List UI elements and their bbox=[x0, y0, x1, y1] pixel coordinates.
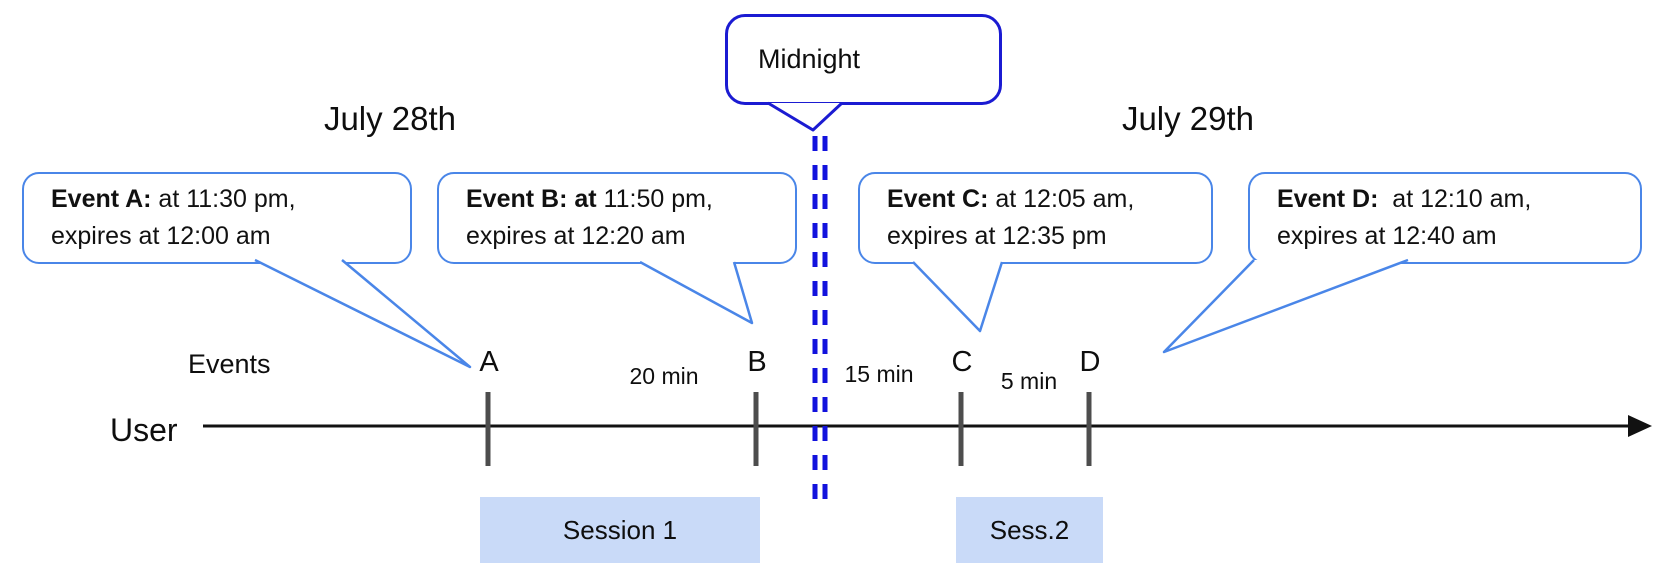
event-d-line2: expires at 12:40 am bbox=[1277, 222, 1497, 250]
session-2-box: Sess.2 bbox=[956, 497, 1103, 563]
session-2-label: Sess.2 bbox=[989, 514, 1070, 545]
timeline-arrowhead bbox=[1628, 415, 1652, 437]
event-a-callout-pointer bbox=[254, 258, 472, 369]
user-axis-caption: User bbox=[110, 412, 178, 448]
midnight-callout-pointer bbox=[767, 101, 844, 132]
session-1-label: Session 1 bbox=[562, 514, 678, 545]
event-d-callout: Event D: at 12:10 am, expires at 12:40 a… bbox=[1248, 172, 1642, 264]
gap-label-20min: 20 min bbox=[629, 363, 699, 389]
event-b-line1: Event B: at 11:50 pm, bbox=[466, 185, 713, 213]
event-a-callout: Event A: at 11:30 pm, expires at 12:00 a… bbox=[22, 172, 412, 264]
session-1-box: Session 1 bbox=[480, 497, 760, 563]
event-b-line2: expires at 12:20 am bbox=[466, 222, 686, 250]
tick-label-d: D bbox=[1079, 346, 1101, 378]
tick-label-b: B bbox=[747, 346, 767, 378]
tick-label-c: C bbox=[951, 346, 973, 378]
events-axis-caption: Events bbox=[188, 349, 271, 379]
gap-label-5min: 5 min bbox=[1000, 368, 1058, 394]
midnight-callout: Midnight bbox=[725, 14, 1002, 105]
gap-label-15min: 15 min bbox=[844, 361, 914, 387]
midnight-label: Midnight bbox=[758, 44, 861, 74]
event-c-line2: expires at 12:35 pm bbox=[887, 222, 1107, 250]
event-a-line2: expires at 12:00 am bbox=[51, 222, 271, 250]
event-c-line1: Event C: at 12:05 am, bbox=[887, 185, 1135, 213]
tick-label-a: A bbox=[479, 346, 499, 378]
event-b-callout: Event B: at 11:50 pm, expires at 12:20 a… bbox=[437, 172, 797, 264]
event-d-line1: Event D: at 12:10 am, bbox=[1277, 185, 1532, 213]
event-a-line1: Event A: at 11:30 pm, bbox=[51, 185, 296, 213]
event-c-callout-pointer bbox=[912, 261, 1004, 333]
event-d-callout-pointer bbox=[1162, 258, 1409, 354]
event-b-callout-pointer bbox=[639, 260, 754, 325]
day-header-july-29: July 29th bbox=[1121, 100, 1255, 137]
day-header-july-28: July 28th bbox=[323, 100, 457, 137]
event-c-callout: Event C: at 12:05 am, expires at 12:35 p… bbox=[858, 172, 1213, 264]
